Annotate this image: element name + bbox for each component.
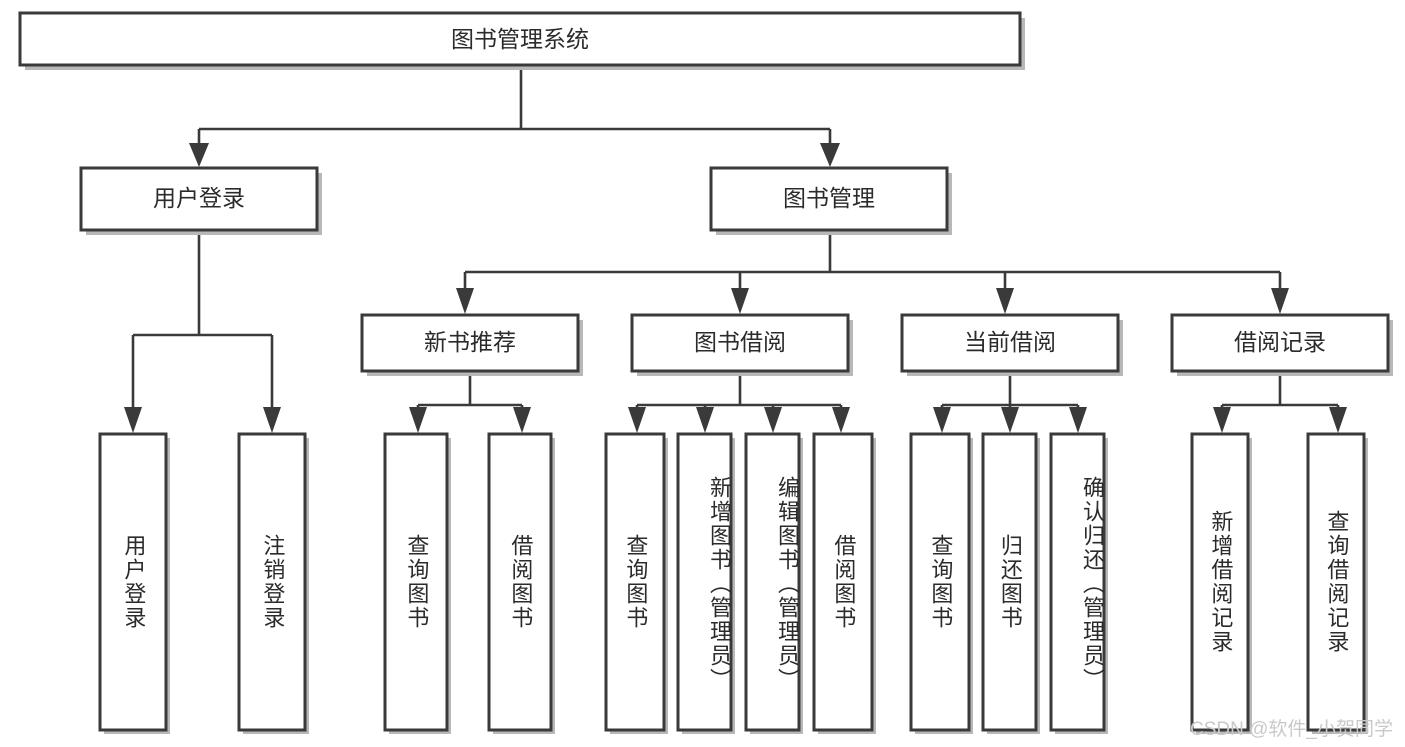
node-borrow-record-label: 借阅记录 xyxy=(1234,329,1326,355)
connector-group-book-mgmt xyxy=(456,232,1289,314)
arrow-head-l-rec-borrow-book xyxy=(513,407,531,433)
node-root-label: 图书管理系统 xyxy=(451,26,589,52)
arrow-head-new-book-rec xyxy=(456,288,474,314)
arrow-head-l-bb-add-book xyxy=(696,407,714,433)
arrow-head-l-cb-confirm-return xyxy=(1069,407,1087,433)
arrow-head-l-rec-query-book xyxy=(409,407,427,433)
arrow-head-borrow-record xyxy=(1271,288,1289,314)
leaf-l-rec-borrow-book-rect[interactable] xyxy=(487,432,553,732)
arrow-head-l-cb-query-book xyxy=(933,407,951,433)
connector-group-new-book-rec xyxy=(409,375,531,433)
leaf-l-user-login-rect[interactable] xyxy=(98,432,168,732)
node-current-borrow-label: 当前借阅 xyxy=(964,329,1056,355)
connector-group-root xyxy=(189,67,840,167)
node-user-login-label: 用户登录 xyxy=(153,185,245,211)
node-new-book-rec-label: 新书推荐 xyxy=(424,329,516,355)
node-user-login[interactable]: 用户登录 xyxy=(79,166,322,235)
leaf-l-bb-edit-book-rect[interactable] xyxy=(744,432,801,732)
arrow-head-l-bb-borrow-book xyxy=(832,407,850,433)
arrow-head-user-login xyxy=(189,143,209,167)
leaf-l-user-logout-rect[interactable] xyxy=(237,432,307,732)
node-root[interactable]: 图书管理系统 xyxy=(18,11,1025,70)
node-new-book-rec[interactable]: 新书推荐 xyxy=(360,313,583,376)
node-book-mgmt-rect[interactable] xyxy=(709,166,949,232)
connector-group-user-login xyxy=(124,232,281,433)
arrow-head-l-br-add-record xyxy=(1213,407,1231,433)
connector-group-book-borrow xyxy=(628,375,850,433)
connector-group-current-borrow xyxy=(933,375,1087,433)
node-book-borrow-rect[interactable] xyxy=(630,313,850,373)
node-root-rect[interactable] xyxy=(18,11,1022,67)
connector-group-borrow-record xyxy=(1213,375,1347,433)
leaf-l-br-add-record-rect[interactable] xyxy=(1190,432,1250,732)
node-new-book-rec-rect[interactable] xyxy=(360,313,580,373)
leaf-boxes xyxy=(98,432,1368,734)
leaf-l-bb-add-book-rect[interactable] xyxy=(676,432,733,732)
leaf-l-cb-return-book-rect[interactable] xyxy=(981,432,1038,732)
node-current-borrow-rect[interactable] xyxy=(900,313,1120,373)
node-borrow-record[interactable]: 借阅记录 xyxy=(1170,313,1393,376)
node-book-borrow-label: 图书借阅 xyxy=(694,329,786,355)
arrow-head-l-bb-query-book xyxy=(628,407,646,433)
arrow-head-l-user-logout xyxy=(263,407,281,433)
leaf-l-bb-borrow-book-rect[interactable] xyxy=(812,432,874,732)
leaf-l-cb-confirm-return-rect[interactable] xyxy=(1049,432,1106,732)
leaf-l-rec-query-book-rect[interactable] xyxy=(383,432,449,732)
arrow-head-l-bb-edit-book xyxy=(764,407,782,433)
leaf-l-bb-query-book-rect[interactable] xyxy=(604,432,666,732)
leaf-l-br-query-record-rect[interactable] xyxy=(1306,432,1366,732)
arrow-head-l-user-login xyxy=(124,407,142,433)
node-user-login-rect[interactable] xyxy=(79,166,319,232)
leaf-l-cb-query-book-rect[interactable] xyxy=(909,432,971,732)
node-book-mgmt-label: 图书管理 xyxy=(783,185,875,211)
arrow-head-book-borrow xyxy=(731,288,749,314)
node-current-borrow[interactable]: 当前借阅 xyxy=(900,313,1123,376)
arrow-head-l-br-query-record xyxy=(1329,407,1347,433)
node-book-borrow[interactable]: 图书借阅 xyxy=(630,313,853,376)
arrow-head-l-cb-return-book xyxy=(1001,407,1019,433)
arrow-head-current-borrow xyxy=(996,288,1014,314)
node-borrow-record-rect[interactable] xyxy=(1170,313,1390,373)
arrow-head-book-mgmt xyxy=(820,143,840,167)
node-book-mgmt[interactable]: 图书管理 xyxy=(709,166,952,235)
